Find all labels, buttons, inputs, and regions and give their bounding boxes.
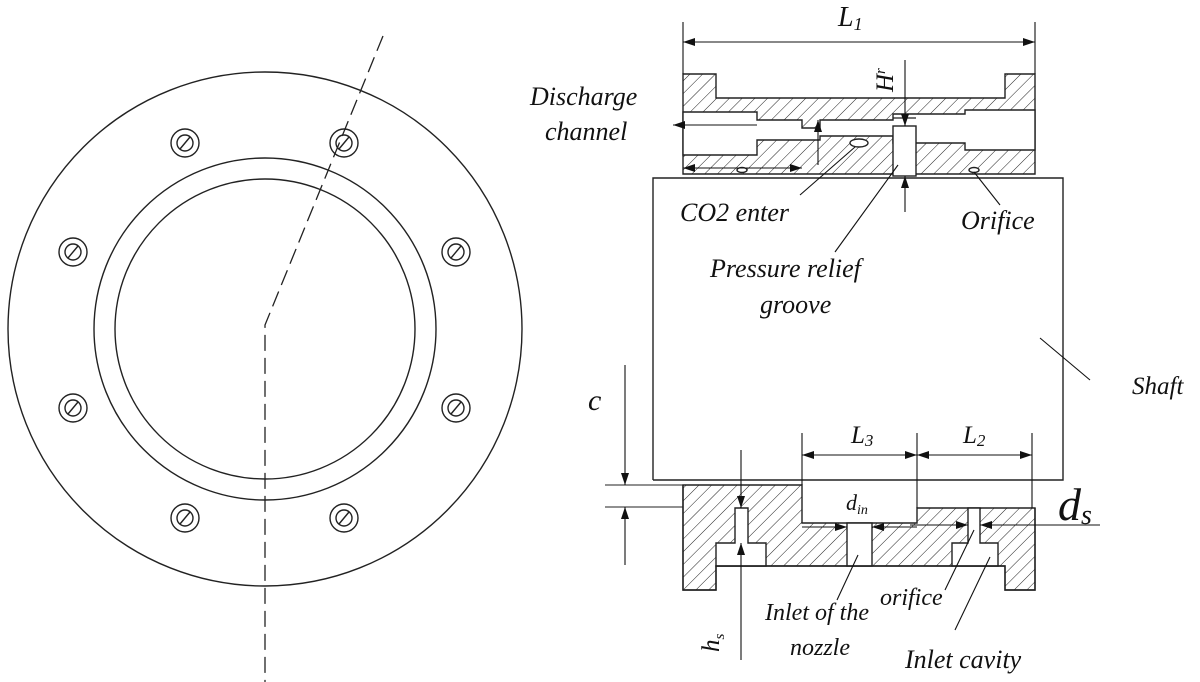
bolt-hole	[441, 237, 471, 267]
bolt-hole	[170, 128, 200, 158]
bolt-holes	[58, 128, 471, 533]
ds-label: ds	[1058, 479, 1092, 531]
inlet-nozzle-label-line2: nozzle	[790, 635, 850, 661]
pressure-relief-label-line2: groove	[760, 290, 831, 319]
discharge-label-line2: channel	[545, 117, 627, 146]
l1-label: L1	[837, 2, 863, 34]
bolt-hole	[170, 503, 200, 533]
groove-leader	[834, 164, 899, 253]
l3-label: L3	[850, 422, 873, 450]
l2-label: L2	[962, 422, 986, 450]
nozzle-inlet-passage	[846, 522, 873, 567]
bolt-hole	[58, 393, 88, 423]
co2-enter-label: CO2 enter	[680, 198, 790, 227]
discharge-label-line1: Discharge	[529, 82, 637, 111]
outer-flange-circle	[7, 71, 523, 587]
middle-ring-circle	[93, 157, 437, 501]
section-cut-line	[264, 35, 384, 682]
bolt-hole	[329, 128, 359, 158]
pressure-relief-groove	[892, 125, 917, 177]
bolt-hole	[441, 393, 471, 423]
labels: L1 Hr Discharge channel CO2 enter Orific…	[529, 2, 1184, 674]
din-label: din	[846, 490, 868, 518]
top-body-bore	[682, 109, 1036, 156]
orifice-bottom-label: orifice	[880, 585, 943, 611]
shaft-leader	[1039, 337, 1091, 381]
orifice-right-hole	[968, 166, 980, 174]
bolt-hole	[329, 503, 359, 533]
bolt-hole	[58, 237, 88, 267]
hr-label: Hr	[872, 68, 899, 93]
inlet-cavity-label: Inlet cavity	[904, 645, 1022, 674]
pressure-relief-label-line1: Pressure relief	[709, 254, 865, 283]
co2-leader	[799, 146, 856, 196]
shaft-label: Shaft	[1132, 373, 1184, 400]
inlet-nozzle-label-line1: Inlet of the	[764, 600, 869, 626]
orifice-top-label: Orifice	[961, 206, 1035, 235]
end-view	[7, 35, 523, 682]
hs-label: hs	[698, 634, 728, 653]
c-label: c	[588, 384, 601, 417]
section-view	[605, 73, 1064, 591]
inlet-nozzle-leader	[836, 554, 859, 601]
inlet-cavity-leader	[954, 556, 991, 631]
dimensions	[621, 22, 1100, 660]
orifice-top-leader	[973, 171, 1001, 206]
orifice-bottom-leader	[944, 529, 975, 591]
shaft-outline	[652, 177, 1064, 481]
co2-entry-hole	[849, 138, 869, 148]
